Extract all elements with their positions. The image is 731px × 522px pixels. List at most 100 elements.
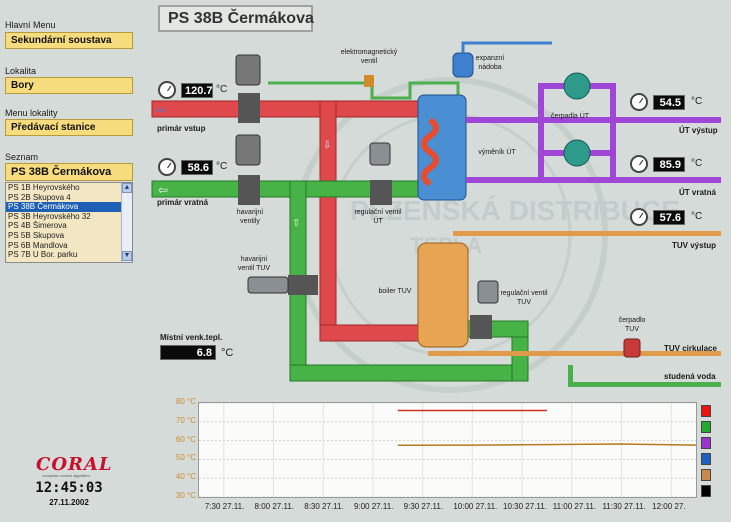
process-diagram: PLZEŇSKÁ DISTRIBUCE TEPLA AKCIOVÁ SPOLEČ… bbox=[151, 41, 721, 393]
station-list[interactable]: PS 1B Heyrovského PS 2B Skupova 4 PS 38B… bbox=[5, 182, 133, 263]
thermometer-icon bbox=[630, 208, 648, 226]
location-label: Lokalita bbox=[5, 66, 37, 76]
emergency-label: havarijní ventily bbox=[236, 209, 264, 225]
unit-label: °C bbox=[691, 211, 703, 222]
trend-chart-svg bbox=[199, 402, 697, 498]
series-toggle-chip[interactable] bbox=[701, 469, 711, 481]
list-item-selected[interactable]: PS 38B Čermákova bbox=[6, 202, 123, 212]
list-scrollbar[interactable]: ▲ ▼ bbox=[121, 183, 132, 262]
outdoor-temp-label: Místní venk.tepl. bbox=[160, 333, 223, 342]
list-item[interactable]: PS 4B Šimerova bbox=[8, 221, 67, 231]
x-tick-label: 12:00 27. bbox=[652, 502, 686, 511]
y-tick-label: 40 °C bbox=[175, 472, 196, 482]
scroll-down-icon[interactable]: ▼ bbox=[122, 251, 132, 261]
page-title: PS 38B Čermákova bbox=[158, 5, 314, 32]
list-label: Seznam bbox=[5, 152, 39, 162]
primary-return-label: primár vratná bbox=[157, 198, 209, 207]
ut-pump-2 bbox=[563, 139, 591, 167]
x-tick-label: 11:30 27.11. bbox=[602, 502, 646, 511]
unit-label: °C bbox=[691, 158, 703, 169]
list-item[interactable]: PS 2B Skupova 4 bbox=[8, 192, 71, 202]
series-toggle-chip[interactable] bbox=[701, 485, 711, 497]
scroll-up-icon[interactable]: ▲ bbox=[122, 183, 132, 193]
ut-supply-pipe bbox=[466, 117, 721, 123]
boiler-label: boiler TUV bbox=[378, 288, 412, 295]
thermometer-icon bbox=[630, 93, 648, 111]
x-tick-label: 9:00 27.11. bbox=[353, 502, 394, 511]
primary-supply-temp: 120.7 bbox=[181, 83, 213, 98]
station-dropdown[interactable]: PS 38B Čermákova bbox=[5, 163, 133, 181]
list-item[interactable]: PS 6B Mandlova bbox=[8, 240, 68, 250]
primary-valve-bottom bbox=[238, 175, 260, 205]
emergency-tuv-label: havarijní ventil TUV bbox=[237, 256, 271, 272]
clock: 12:45:03 bbox=[35, 480, 103, 496]
series-toggle-chip[interactable] bbox=[701, 437, 711, 449]
series-toggle-chip[interactable] bbox=[701, 421, 711, 433]
main-menu-dropdown[interactable]: Sekundární soustava bbox=[5, 32, 133, 49]
thermometer-icon bbox=[158, 81, 176, 99]
ut-return-temp: 85.9 bbox=[653, 157, 685, 172]
location-menu-dropdown[interactable]: Předávací stanice bbox=[5, 119, 133, 136]
reg-tuv-label: regulační ventil TUV bbox=[500, 290, 548, 306]
tuv-supply-temp: 57.6 bbox=[653, 210, 685, 225]
location-menu-label: Menu lokality bbox=[5, 108, 58, 118]
tuv-supply-label: TUV výstup bbox=[672, 241, 717, 250]
ut-return-pipe bbox=[466, 177, 721, 183]
series-toggle-chip[interactable] bbox=[701, 405, 711, 417]
unit-label: °C bbox=[216, 84, 228, 95]
primary-return-temp: 58.6 bbox=[181, 160, 213, 175]
date: 27.11.2002 bbox=[49, 498, 89, 507]
x-tick-label: 7:30 27.11. bbox=[204, 502, 245, 511]
arrow-left-icon: ⇦ bbox=[158, 183, 168, 197]
series-line-1 bbox=[397, 443, 697, 447]
primary-valve-top bbox=[238, 93, 260, 123]
cold-water-pipe bbox=[568, 382, 721, 387]
list-item[interactable]: PS 1B Heyrovského bbox=[8, 183, 80, 192]
pumps-ut-label: čerpadla ÚT bbox=[550, 113, 590, 120]
y-tick-label: 80 °C bbox=[175, 397, 196, 406]
return-bottom-pipe bbox=[289, 364, 529, 382]
tuv-circ-label: TUV cirkulace bbox=[664, 344, 717, 353]
y-tick-label: 60 °C bbox=[175, 434, 196, 444]
ut-return-label: ÚT vratná bbox=[679, 188, 716, 197]
tuv-pump bbox=[623, 338, 641, 358]
primary-supply-label: primár vstup bbox=[157, 124, 206, 133]
solenoid-valve bbox=[364, 75, 374, 87]
coral-logo: CORAL bbox=[36, 454, 113, 475]
arrow-up-icon: ⇧ bbox=[292, 218, 300, 229]
thermometer-icon bbox=[158, 158, 176, 176]
arrow-right-icon: ⇨ bbox=[156, 103, 166, 117]
coral-subtitle: computer control algorithm bbox=[42, 473, 90, 478]
arrow-down-icon: ⇩ bbox=[323, 140, 331, 151]
solenoid-label: elektromagnetický ventil bbox=[340, 49, 398, 65]
list-item[interactable]: PS 5B Skupova bbox=[8, 230, 65, 240]
x-tick-label: 10:00 27.11. bbox=[453, 502, 498, 511]
y-tick-label: 70 °C bbox=[175, 415, 196, 425]
pump-tuv-label: čerpadlo TUV bbox=[618, 317, 646, 333]
main-menu-label: Hlavní Menu bbox=[5, 20, 56, 30]
x-tick-label: 10:30 27.11. bbox=[503, 502, 547, 511]
unit-label: °C bbox=[691, 96, 703, 107]
ut-supply-label: ÚT výstup bbox=[679, 126, 718, 135]
tuv-circ-pipe bbox=[428, 351, 721, 356]
watermark-top: PLZEŇSKÁ DISTRIBUCE bbox=[350, 195, 680, 226]
series-toggle-chip[interactable] bbox=[701, 453, 711, 465]
tuv-supply-pipe bbox=[453, 231, 721, 236]
location-dropdown[interactable]: Bory bbox=[5, 77, 133, 94]
reg-valve-tuv bbox=[470, 315, 492, 339]
boiler-tank bbox=[417, 242, 469, 348]
list-item[interactable]: PS 7B U Bor. parku bbox=[8, 250, 78, 260]
trend-chart bbox=[198, 402, 697, 498]
primary-riser-pipe bbox=[319, 100, 337, 342]
x-tick-label: 9:30 27.11. bbox=[403, 502, 444, 511]
list-item[interactable]: PS 3B Heyrovského 32 bbox=[8, 211, 91, 221]
unit-label: °C bbox=[221, 347, 234, 359]
exchanger-label: výměník ÚT bbox=[478, 149, 516, 156]
unit-label: °C bbox=[216, 161, 228, 172]
expansion-label: expanzní nádoba bbox=[475, 55, 505, 71]
x-tick-label: 8:00 27.11. bbox=[254, 502, 294, 511]
reg-ut-label: regulační ventil ÚT bbox=[354, 209, 402, 225]
exchanger-coil bbox=[421, 117, 439, 187]
outdoor-temp: 6.8 bbox=[160, 345, 216, 360]
y-tick-label: 30 °C bbox=[175, 491, 196, 500]
